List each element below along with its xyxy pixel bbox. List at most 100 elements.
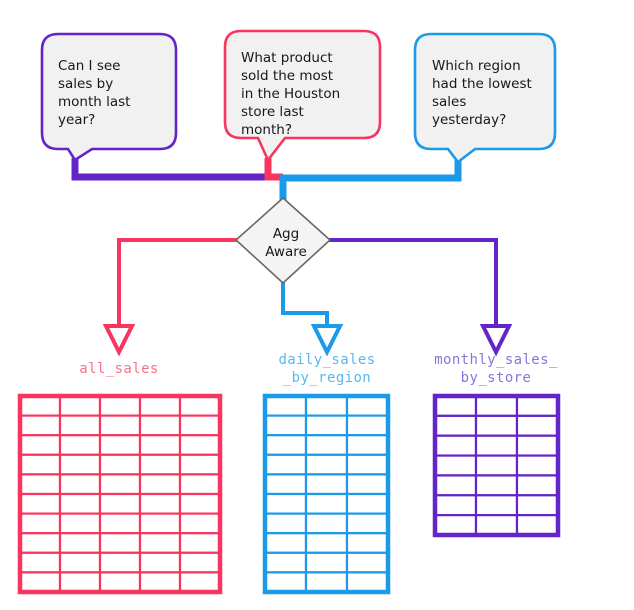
table-label-monthly-sales-line-1: by_store [461,370,532,386]
table-cell [304,394,349,417]
table-cell [98,453,142,476]
question-line-houston-3: store last [241,104,304,120]
table-label-all-sales: all_sales [79,361,158,377]
connector-blue-question-to-router [279,160,462,200]
table-cell [178,394,222,417]
question-line-region-2: sales [432,94,466,110]
table-outline [262,393,391,595]
table-cell [58,571,102,594]
table-cell [515,454,560,477]
table-label-monthly-sales: monthly_sales_ by_store [434,352,558,386]
table-cell [138,492,182,515]
connector-pink-question-to-router [264,158,283,181]
table-cell [178,473,222,496]
table-cell [433,394,478,417]
table-cell [304,492,349,515]
question-line-houston-4: month? [241,122,292,138]
table-cell [263,414,308,437]
agg-aware-node[interactable]: Agg Aware [234,196,332,285]
table-cell [178,571,222,594]
table-cell [98,394,142,417]
table-cell [345,453,390,476]
table-cell [18,512,62,535]
table-cell [178,512,222,535]
arrowhead-daily-sales [310,324,344,357]
table-cell [58,453,102,476]
table-cell [474,454,519,477]
table-cell [58,512,102,535]
table-grid-daily-sales[interactable] [262,393,391,595]
table-cell [138,551,182,574]
question-bubble-houston[interactable]: What product sold the most in the Housto… [223,29,382,163]
table-cell [345,414,390,437]
table-cell [98,551,142,574]
table-cell [178,551,222,574]
table-cell [98,473,142,496]
table-cell [263,571,308,594]
router-label-line-0: Agg [273,226,299,242]
table-cell [345,492,390,515]
table-cell [18,532,62,554]
table-label-monthly-sales-line-0: monthly_sales_ [434,352,558,368]
table-cell [138,394,182,417]
table-cell [18,453,62,476]
question-line-monthly-3: year? [58,112,95,128]
table-cell [18,551,62,574]
table-cell [433,454,478,477]
table-cell [178,414,222,437]
table-grid-monthly-sales[interactable] [432,393,561,538]
table-cell [263,551,308,574]
question-bubble-monthly[interactable]: Can I see sales by month last year? [40,32,178,162]
table-cell [178,532,222,554]
table-cell [138,571,182,594]
table-cell [304,453,349,476]
table-cell [263,434,308,456]
table-cell [138,512,182,535]
table-cell [138,532,182,554]
table-cell [18,434,62,456]
table-cell [345,473,390,496]
question-bubble-region[interactable]: Which region had the lowest sales yester… [413,32,557,164]
table-cell [345,394,390,417]
table-cell [58,434,102,456]
table-cell [138,414,182,437]
table-grid-all-sales[interactable] [17,393,223,595]
table-outline [432,393,561,538]
table-cell [58,414,102,437]
table-cell [138,434,182,456]
table-cell [58,532,102,554]
table-cell [58,473,102,496]
table-cell [433,494,478,517]
table-cell [138,473,182,496]
table-cell [263,492,308,515]
question-line-monthly-1: sales by [58,76,113,92]
table-cell [304,473,349,496]
question-line-houston-0: What product [241,50,333,66]
table-cell [304,551,349,574]
table-cell [18,414,62,437]
table-cell [58,551,102,574]
bubble-shape-region [413,32,557,164]
table-cell [18,394,62,417]
table-cell [98,414,142,437]
table-cell [433,434,478,457]
table-cell [304,571,349,594]
table-cell [515,474,560,497]
table-cell [58,394,102,417]
connector-router-to-daily-sales [281,282,329,326]
table-cell [263,532,308,554]
table-cell [474,494,519,517]
table-cell [58,492,102,515]
connector-router-to-all-sales [117,238,237,326]
table-cell [263,394,308,417]
table-cell [515,394,560,417]
table-cell [304,434,349,456]
table-cell [515,494,560,517]
diamond-shape [234,196,332,285]
table-cell [433,414,478,437]
table-cell [18,571,62,594]
table-cell [263,473,308,496]
